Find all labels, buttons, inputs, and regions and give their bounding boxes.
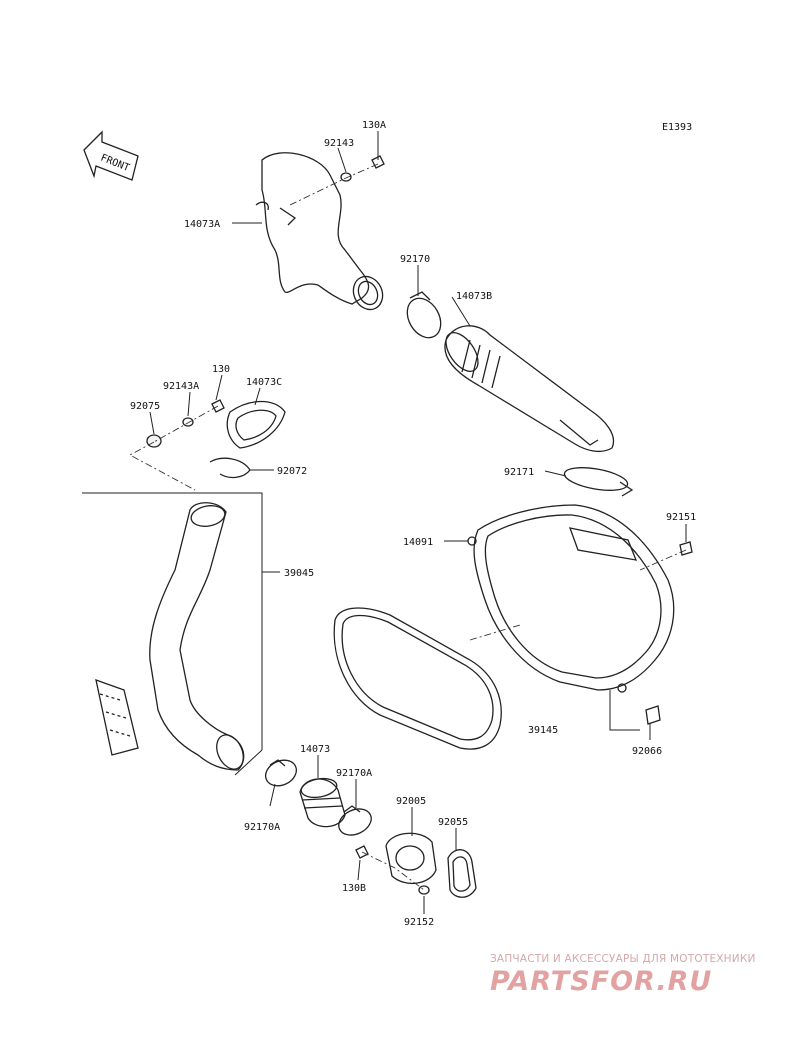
nut-92075 bbox=[146, 434, 162, 448]
label-92055: 92055 bbox=[438, 817, 468, 828]
label-92151: 92151 bbox=[666, 512, 696, 523]
front-label: FRONT bbox=[99, 153, 131, 174]
label-92152: 92152 bbox=[404, 917, 434, 928]
label-92072: 92072 bbox=[277, 466, 307, 477]
label-14073A: 14073A bbox=[184, 219, 220, 230]
label-130: 130 bbox=[212, 364, 230, 375]
label-14073B: 14073B bbox=[456, 291, 492, 302]
clamp-92170A-left bbox=[264, 759, 298, 787]
label-92005: 92005 bbox=[396, 796, 426, 807]
label-14091: 14091 bbox=[403, 537, 433, 548]
duct-14073B bbox=[444, 325, 615, 453]
label-92143: 92143 bbox=[324, 138, 354, 149]
hose-14073 bbox=[299, 777, 346, 828]
gasket-92055 bbox=[447, 849, 477, 898]
belt-39145 bbox=[333, 607, 502, 750]
duct-39045 bbox=[149, 502, 245, 771]
watermark-logo: PARTSFOR.RU bbox=[490, 966, 713, 997]
clip-92072 bbox=[209, 457, 251, 479]
diagram-code: E1393 bbox=[662, 122, 692, 133]
label-92066: 92066 bbox=[632, 746, 662, 757]
bolt-92151 bbox=[679, 541, 693, 556]
watermark-tagline: ЗАПЧАСТИ И АКСЕССУАРЫ ДЛЯ МОТОТЕХНИКИ bbox=[490, 953, 756, 965]
label-92170A-left: 92170A bbox=[244, 822, 280, 833]
label-39045: 39045 bbox=[284, 568, 314, 579]
clamp-92171 bbox=[563, 467, 634, 497]
label-14073C: 14073C bbox=[246, 377, 282, 388]
duct-14073A bbox=[255, 152, 384, 311]
label-130A: 130A bbox=[362, 120, 386, 131]
clamp-92170 bbox=[406, 291, 442, 339]
label-92143A: 92143A bbox=[163, 381, 199, 392]
cap-92005 bbox=[385, 832, 437, 884]
label-14073: 14073 bbox=[300, 744, 330, 755]
label-92075: 92075 bbox=[130, 401, 160, 412]
bolt-130B bbox=[355, 845, 369, 859]
label-92170A-right: 92170A bbox=[336, 768, 372, 779]
label-92170: 92170 bbox=[400, 254, 430, 265]
label-39145: 39145 bbox=[528, 725, 558, 736]
label-130B: 130B bbox=[342, 883, 366, 894]
bolt-130 bbox=[211, 399, 225, 413]
sensor-92066 bbox=[645, 705, 661, 725]
cover-14091 bbox=[467, 504, 675, 693]
washer-92143A bbox=[182, 417, 194, 427]
washer-92152 bbox=[418, 885, 430, 895]
front-arrow-icon: FRONT bbox=[83, 130, 139, 181]
bracket-shape bbox=[95, 678, 139, 756]
label-92171: 92171 bbox=[504, 467, 534, 478]
washer-92143 bbox=[340, 172, 352, 182]
clamp-92170A-right bbox=[338, 805, 372, 836]
seal-14073C bbox=[226, 400, 286, 449]
